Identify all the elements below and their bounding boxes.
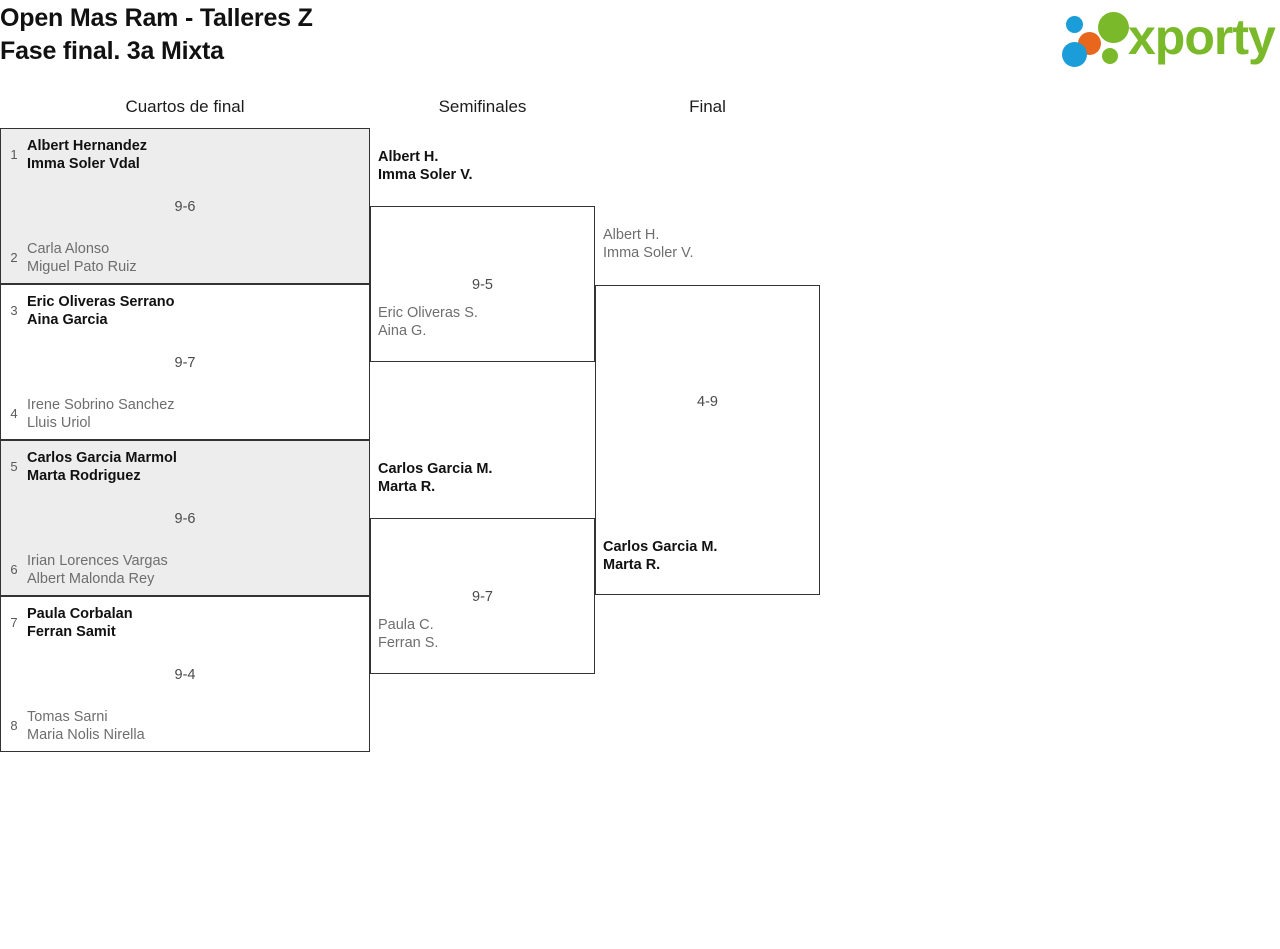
- player-name: Paula Corbalan: [27, 606, 133, 622]
- logo-dots-icon: [1060, 10, 1132, 68]
- player-name: Albert Malonda Rey: [27, 571, 155, 587]
- logo-dot-green-small-icon: [1102, 48, 1118, 64]
- team-entry[interactable]: Carlos Garcia M. Marta R.: [378, 460, 593, 496]
- match-score: 9-7: [174, 355, 196, 371]
- player-name: Carlos Garcia M.: [378, 461, 493, 477]
- match-qf-2[interactable]: 3 4 Eric Oliveras Serrano Aina Garcia 9-…: [0, 284, 370, 440]
- team-entry[interactable]: Albert H. Imma Soler V.: [378, 148, 593, 184]
- player-name: Eric Oliveras Serrano: [27, 294, 175, 310]
- player-name: Irian Lorences Vargas: [27, 553, 168, 569]
- team-entry[interactable]: Paula Corbalan Ferran Samit: [27, 605, 357, 641]
- player-name: Albert H.: [378, 149, 439, 165]
- logo-wordmark: xporty: [1128, 9, 1276, 65]
- logo-dot-blue-small-icon: [1066, 16, 1083, 33]
- match-qf-4[interactable]: 7 8 Paula Corbalan Ferran Samit 9-4 Toma…: [0, 596, 370, 752]
- team-entry[interactable]: Carla Alonso Miguel Pato Ruiz: [27, 240, 357, 276]
- seed-number: 4: [10, 406, 18, 421]
- player-name: Imma Soler V.: [603, 245, 694, 261]
- seed-number: 1: [10, 147, 18, 162]
- team-entry[interactable]: Paula C. Ferran S.: [378, 616, 593, 652]
- seed-number: 6: [10, 562, 18, 577]
- team-entry[interactable]: Albert Hernandez Imma Soler Vdal: [27, 137, 357, 173]
- match-score: 4-9: [697, 394, 718, 410]
- seed-number: 5: [10, 459, 18, 474]
- match-qf-1[interactable]: 1 2 Albert Hernandez Imma Soler Vdal 9-6…: [0, 128, 370, 284]
- seed-number: 8: [10, 718, 18, 733]
- player-name: Lluis Uriol: [27, 415, 91, 431]
- match-score: 9-7: [472, 589, 493, 605]
- team-entry[interactable]: Irene Sobrino Sanchez Lluis Uriol: [27, 396, 357, 432]
- match-qf-3[interactable]: 5 6 Carlos Garcia Marmol Marta Rodriguez…: [0, 440, 370, 596]
- round-header-semifinals: Semifinales: [438, 97, 527, 116]
- player-name: Paula C.: [378, 617, 434, 633]
- team-entry[interactable]: Tomas Sarni Maria Nolis Nirella: [27, 708, 357, 744]
- player-name: Eric Oliveras S.: [378, 305, 478, 321]
- match-sf-1[interactable]: 9-5: [370, 206, 595, 362]
- round-header-quarterfinals: Cuartos de final: [125, 97, 245, 116]
- player-name: Carla Alonso: [27, 241, 110, 257]
- seed-number: 7: [10, 615, 18, 630]
- player-name: Tomas Sarni: [27, 709, 108, 725]
- match-sf-2[interactable]: 9-7: [370, 518, 595, 674]
- match-score: 9-6: [174, 511, 196, 527]
- player-name: Irene Sobrino Sanchez: [27, 397, 175, 413]
- round-header-final: Final: [689, 97, 726, 116]
- team-entry[interactable]: Eric Oliveras S. Aina G.: [378, 304, 593, 340]
- xporty-logo[interactable]: xporty: [1052, 4, 1276, 70]
- logo-dot-blue-large-icon: [1062, 42, 1087, 67]
- match-score: 9-5: [472, 277, 493, 293]
- player-name: Marta R.: [378, 479, 436, 495]
- player-name: Carlos Garcia Marmol: [27, 450, 177, 466]
- team-entry[interactable]: Carlos Garcia Marmol Marta Rodriguez: [27, 449, 357, 485]
- player-name: Miguel Pato Ruiz: [27, 259, 137, 275]
- player-name: Albert Hernandez: [27, 138, 148, 154]
- team-entry[interactable]: Carlos Garcia M. Marta R.: [603, 538, 818, 574]
- player-name: Marta Rodriguez: [27, 468, 141, 484]
- team-entry[interactable]: Irian Lorences Vargas Albert Malonda Rey: [27, 552, 357, 588]
- player-name: Albert H.: [603, 227, 660, 243]
- match-score: 9-4: [174, 667, 196, 683]
- logo-dot-green-large-icon: [1098, 12, 1129, 43]
- match-final[interactable]: 4-9: [595, 285, 820, 595]
- player-name: Aina G.: [378, 323, 427, 339]
- seed-number: 3: [10, 303, 18, 318]
- page-title-line-2: Fase final. 3a Mixta: [0, 37, 224, 65]
- team-entry[interactable]: Albert H. Imma Soler V.: [603, 226, 818, 262]
- player-name: Aina Garcia: [27, 312, 108, 328]
- player-name: Ferran S.: [378, 635, 439, 651]
- player-name: Maria Nolis Nirella: [27, 727, 145, 743]
- team-entry[interactable]: Eric Oliveras Serrano Aina Garcia: [27, 293, 357, 329]
- seed-number: 2: [10, 250, 18, 265]
- player-name: Carlos Garcia M.: [603, 539, 718, 555]
- page-title-line-1: Open Mas Ram - Talleres Z: [0, 4, 313, 32]
- player-name: Imma Soler V.: [378, 167, 473, 183]
- match-score: 9-6: [174, 199, 196, 215]
- page-title: Open Mas Ram - Talleres Z Fase final. 3a…: [0, 2, 760, 68]
- player-name: Imma Soler Vdal: [27, 156, 140, 172]
- player-name: Marta R.: [603, 557, 661, 573]
- player-name: Ferran Samit: [27, 624, 116, 640]
